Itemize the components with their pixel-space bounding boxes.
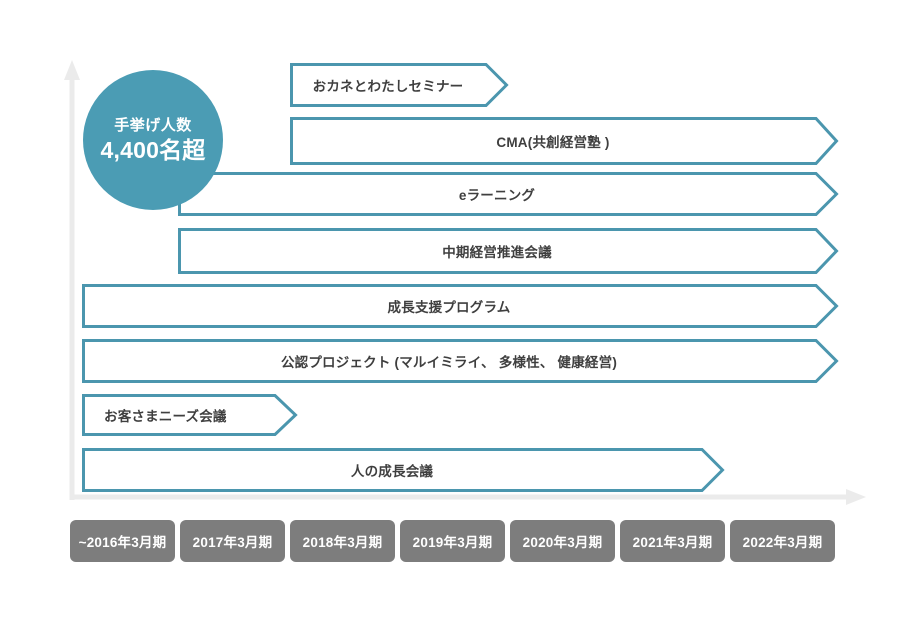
timeline-bar: おカネとわたしセミナー (290, 63, 509, 107)
timeline-bar-shape (178, 172, 839, 216)
timeline-bar-shape (178, 228, 839, 274)
period-chip: 2020年3月期 (510, 520, 615, 562)
period-chip: 2021年3月期 (620, 520, 725, 562)
participants-badge-caption: 手挙げ人数 (114, 116, 192, 134)
timeline-bar-shape (290, 117, 839, 165)
timeline-bar-shape (82, 394, 298, 436)
timeline-bar-label: 人の成長会議 (350, 464, 434, 479)
timeline-bar-label: 成長支援プログラム (387, 300, 511, 315)
period-chip: 2018年3月期 (290, 520, 395, 562)
timeline-bar: CMA(共創経営塾 ) (290, 117, 839, 165)
timeline-bar-shape (82, 448, 725, 492)
timeline-bar-label: eラーニング (458, 188, 536, 203)
timeline-bar-shape (290, 63, 509, 107)
timeline-bar-shape (82, 339, 839, 383)
participants-badge: 手挙げ人数 4,400名超 (83, 70, 223, 210)
timeline-bar: 成長支援プログラム (82, 284, 839, 328)
timeline-bar: お客さまニーズ会議 (82, 394, 298, 436)
timeline-bar-label: 中期経営推進会議 (442, 245, 552, 260)
timeline-bar-label: おカネとわたしセミナー (312, 79, 464, 94)
timeline-bar: 中期経営推進会議 (178, 228, 839, 274)
timeline-bar: 公認プロジェクト (マルイミライ、 多様性、 健康経営) (82, 339, 839, 383)
period-chip: ~2016年3月期 (70, 520, 175, 562)
period-chip: 2019年3月期 (400, 520, 505, 562)
period-chip: 2022年3月期 (730, 520, 835, 562)
timeline-bar-label: 公認プロジェクト (マルイミライ、 多様性、 健康経営) (280, 355, 618, 370)
period-chip: 2017年3月期 (180, 520, 285, 562)
participants-badge-value: 4,400名超 (100, 136, 206, 163)
timeline-bar: 人の成長会議 (82, 448, 725, 492)
timeline-bar: eラーニング (178, 172, 839, 216)
timeline-bar-label: お客さまニーズ会議 (104, 409, 227, 424)
timeline-bar-shape (82, 284, 839, 328)
timeline-bar-label: CMA(共創経営塾 ) (496, 135, 610, 150)
vertical-axis-arrow (64, 60, 80, 500)
